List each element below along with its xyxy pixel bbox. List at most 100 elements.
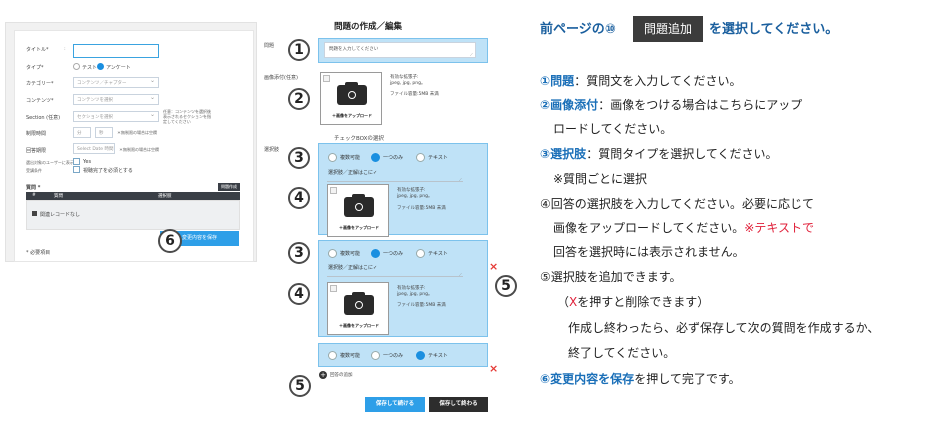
remove-x-icon[interactable]: ×: [489, 362, 499, 375]
content-select[interactable]: コンテンツを選択: [73, 94, 159, 105]
step-5: ⑤選択肢を追加できます。: [540, 270, 682, 284]
add-question-button-illustration: 問題追加: [633, 16, 703, 42]
add-choice-label[interactable]: 回答の追加: [330, 373, 353, 378]
multi-choice-radio[interactable]: [328, 153, 337, 162]
title-input[interactable]: [73, 44, 159, 58]
upload-image-label: ＋画像をアップロード: [339, 323, 379, 328]
multi-choice-radio[interactable]: [328, 351, 337, 360]
category-select[interactable]: コンテンツ／チャプター: [73, 77, 159, 88]
col-choices: 選択肢: [158, 194, 172, 199]
multi-choice-radio[interactable]: [328, 249, 337, 258]
remove-x-icon[interactable]: ×: [489, 260, 499, 273]
step-3: ③選択肢：質問タイプを選択してください。: [540, 146, 777, 162]
file-size-note: ファイル容量:5MB 未満: [390, 92, 439, 97]
marker-1: 1: [288, 39, 310, 61]
step-1-key: 問題: [550, 74, 575, 88]
type-test-radio[interactable]: [73, 63, 80, 70]
type-test-label: テスト: [82, 65, 98, 71]
step-3-num: ③: [540, 147, 551, 161]
step-3-note: ※質問ごとに選択: [553, 172, 648, 186]
time-limit-min-input[interactable]: 分: [73, 127, 91, 138]
choice-input-underline: [327, 276, 463, 277]
second-unit: 秒: [99, 131, 104, 136]
text-choice-radio[interactable]: [416, 351, 425, 360]
step-6-text: を押して完了です。: [634, 372, 741, 386]
marker-2: 2: [288, 88, 310, 110]
no-records-text: 関連レコードなし: [40, 212, 81, 218]
time-limit-note: ＊無制限の場合は空欄: [117, 130, 157, 135]
single-choice-radio[interactable]: [371, 249, 380, 258]
file-ext-values: jpeg, jpg, png。: [397, 194, 433, 199]
intro-prefix: 前ページの⑩: [540, 22, 616, 37]
file-size-note: ファイル容量:5MB 未満: [397, 206, 446, 211]
minute-unit: 分: [77, 131, 82, 136]
step-4-cont-red: ※テキストで: [744, 221, 814, 235]
intro-suffix: を選択してください。: [709, 22, 839, 37]
upload-image-label: ＋画像をアップロード: [339, 225, 379, 230]
multi-choice-label: 複数可能: [340, 353, 361, 359]
col-question: 質問: [54, 194, 63, 199]
section-select[interactable]: セクションを選択: [73, 111, 159, 122]
section-field-label: Section (任意): [26, 115, 61, 121]
step-2-num: ②: [540, 98, 551, 112]
text-choice-radio[interactable]: [416, 249, 425, 258]
show-user-value: Yes: [83, 159, 92, 165]
image-row-label: 画像添付(任意): [264, 75, 298, 81]
choice-image-upload-2[interactable]: ＋画像をアップロード: [327, 282, 389, 335]
content-select-value: コンテンツを選択: [77, 98, 113, 103]
broken-image-icon: [323, 75, 330, 82]
step-6-key: 変更内容を保存: [550, 372, 635, 386]
deadline-input[interactable]: Select Date 時間: [73, 143, 115, 154]
step-4-cont: 画像をアップロードしてください。※テキストで: [553, 220, 814, 236]
step-3-key: 選択肢: [550, 147, 587, 161]
text-choice-label: テキスト: [428, 353, 448, 359]
resize-handle-icon: ⟋: [459, 272, 462, 277]
single-choice-radio[interactable]: [371, 351, 380, 360]
step-6: ⑥変更内容を保存を押して完了です。: [540, 371, 741, 387]
marker-3: 3: [288, 147, 310, 169]
single-choice-radio[interactable]: [371, 153, 380, 162]
paren-open: （: [557, 295, 570, 309]
show-user-checkbox[interactable]: [73, 158, 80, 165]
step-1: ①問題：質問文を入力してください。: [540, 73, 741, 89]
category-field-label: カテゴリー*: [26, 81, 54, 87]
content-field-label: コンテンツ*: [26, 98, 54, 104]
empty-records-icon: [32, 211, 37, 216]
save-continue-button[interactable]: 保存して続ける: [365, 397, 425, 412]
text-choice-label: テキスト: [428, 251, 448, 257]
file-ext-values: jpeg, jpg, png。: [397, 292, 433, 297]
camera-icon: [352, 292, 365, 297]
choice-image-upload-1[interactable]: ＋画像をアップロード: [327, 184, 389, 237]
time-limit-label: 制限時間: [26, 131, 47, 137]
time-limit-sec-input[interactable]: 秒: [95, 127, 113, 138]
show-user-label: 選出対象のユーザーに表示: [26, 160, 74, 165]
image-upload-box[interactable]: ＋画像をアップロード: [320, 72, 382, 125]
save-finish-button[interactable]: 保存して終わる: [429, 397, 488, 412]
file-ext-title: 有効な拡張子:: [390, 75, 419, 80]
save-warning-2: 終了してください。: [568, 346, 676, 360]
requirement-checkbox[interactable]: [73, 166, 80, 173]
deadline-note: ＊無制限の場合は空欄: [119, 147, 159, 152]
single-choice-label: 一つのみ: [383, 155, 404, 161]
step-2-text: ：画像をつける場合はこちらにアップ: [598, 98, 803, 112]
choice-input-2[interactable]: 選択肢／正解はこに✓: [328, 265, 378, 271]
type-survey-radio[interactable]: [97, 63, 104, 70]
single-choice-label: 一つのみ: [383, 353, 404, 359]
section-select-value: セクションを選択: [77, 115, 113, 120]
text-choice-radio[interactable]: [416, 153, 425, 162]
step-2-cont: ロードしてください。: [553, 122, 673, 136]
step-4-cont-text: 画像をアップロードしてください。: [553, 221, 745, 235]
x-marker: X: [569, 295, 578, 309]
step-3-text: ：質問タイプを選択してください。: [586, 147, 778, 161]
choice-input-1[interactable]: 選択肢／正解はこに✓: [328, 170, 378, 176]
question-input-placeholder: 問題を入力してください: [329, 47, 379, 52]
step-5-note-text: を押すと削除できます）: [577, 295, 710, 309]
plus-circle-icon[interactable]: +: [319, 371, 327, 379]
choice-input-underline: [327, 181, 463, 182]
requirement-value: 視聴完了を必須とする: [83, 168, 133, 174]
question-input[interactable]: 問題を入力してください: [324, 42, 476, 58]
broken-image-icon: [330, 285, 337, 292]
create-question-button[interactable]: 問題作成: [218, 183, 240, 191]
type-survey-label: アンケート: [106, 65, 131, 71]
file-ext-values: jpeg, jpg, png。: [390, 81, 426, 86]
